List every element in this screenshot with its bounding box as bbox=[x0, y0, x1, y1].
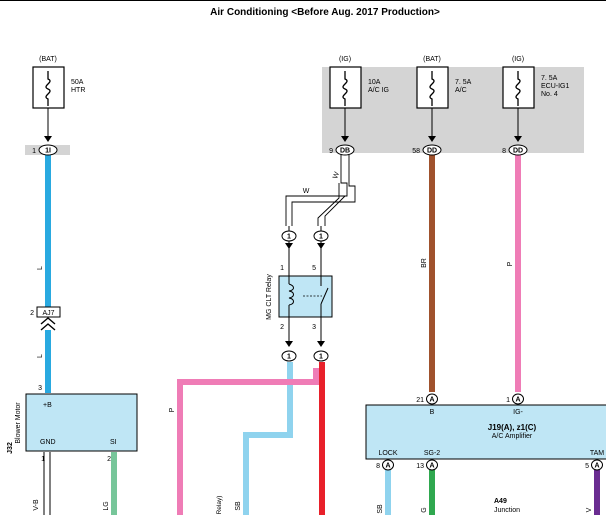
wire-w-group bbox=[285, 155, 356, 226]
fuse-ecu-ig1-source: (IG) bbox=[512, 56, 524, 63]
label-wire-l-bottom: L bbox=[37, 354, 44, 358]
aj7-chevron-icon bbox=[40, 317, 56, 331]
relay-conn-bottom-b: 1 bbox=[319, 354, 323, 361]
label-wire-p-left: P bbox=[169, 407, 176, 412]
amp-pin-8-num: 8 bbox=[376, 463, 380, 470]
relay-conn-bottom-a: 1 bbox=[287, 354, 291, 361]
fuse-ecu-ig1-icon bbox=[515, 71, 521, 106]
fuse-htr-source: (BAT) bbox=[39, 56, 57, 63]
fuse-ac-icon bbox=[429, 71, 435, 106]
label-wire-vb: V-B bbox=[33, 499, 40, 511]
fuse-ac-amp: 7. 5A bbox=[455, 79, 472, 86]
fuse-ac-ig-source: (IG) bbox=[339, 56, 351, 63]
mg-clt-relay: 1 1 1 5 MG CLT Relay 2 3 1 1 bbox=[266, 226, 333, 362]
blower-motor: 3 +B GND SI 1 2 J32 Blower Motor bbox=[7, 385, 138, 463]
fuse-ac-ig-name: A/C IG bbox=[368, 87, 389, 94]
junction-id: A49 bbox=[494, 498, 507, 505]
fuse-ecu-ig1-amp: 7. 5A bbox=[541, 75, 558, 82]
blower-id: J32 bbox=[7, 442, 14, 454]
blower-pin-gnd: 1 bbox=[41, 456, 45, 463]
fuse-ecu-ig1-name: ECU-IG1 bbox=[541, 83, 570, 90]
amp-pin-ig-label: IG- bbox=[513, 409, 523, 416]
fuse-ac-ig-pin: 9 bbox=[329, 148, 333, 155]
relay-pin-5: 5 bbox=[312, 265, 316, 272]
relay-pin-1: 1 bbox=[280, 265, 284, 272]
fuse-htr-pin: 1 bbox=[32, 148, 36, 155]
amp-pin-21-num: 21 bbox=[416, 397, 424, 404]
aj7-pin: 2 bbox=[30, 310, 34, 317]
blower-si: SI bbox=[110, 439, 117, 446]
fuse-ac-ig-icon bbox=[342, 71, 348, 106]
fuse-ecu-ig1-name2: No. 4 bbox=[541, 91, 558, 98]
relay-conn-top-b: 1 bbox=[319, 234, 323, 241]
amp-pin-sg2-label: SG-2 bbox=[424, 450, 440, 457]
amp-title: J19(A), z1(C) bbox=[488, 423, 537, 432]
fuse-ecu-ig1: (IG) 7. 5A ECU-IG1 No. 4 8 DD bbox=[502, 56, 570, 156]
relay-switch-icon bbox=[320, 287, 329, 305]
amp-pin-5-num: 5 bbox=[585, 463, 589, 470]
fuse-htr-amp: 50A bbox=[71, 79, 84, 86]
label-wire-v: V bbox=[586, 507, 593, 512]
blower-pin-top: 3 bbox=[38, 385, 42, 392]
ac-amplifier: 21 A 1 A B IG- J19(A), z1(C) A/C Amplifi… bbox=[365, 393, 606, 471]
amp-pin-5-conn: A bbox=[594, 463, 599, 470]
relay-pin-3: 3 bbox=[312, 324, 316, 331]
fuse-htr-icon bbox=[45, 71, 51, 106]
amp-pin-tam-label: TAM bbox=[590, 450, 604, 457]
label-wire-lg: LG bbox=[103, 501, 110, 510]
amp-pin-13-conn: A bbox=[429, 463, 434, 470]
fuse-ac-ig-conn: DB bbox=[340, 148, 350, 155]
amp-pin-1-conn: A bbox=[515, 397, 520, 404]
label-wire-w2: W bbox=[332, 171, 341, 180]
amp-pin-b-label: B bbox=[430, 409, 435, 416]
blower-name: Blower Motor bbox=[15, 402, 22, 444]
fuse-ac: (BAT) 7. 5A A/C 58 DD bbox=[412, 56, 472, 156]
blower-plus-b: +B bbox=[43, 402, 52, 409]
label-wire-sb-lock: SB bbox=[377, 504, 384, 514]
junction-name: Junction bbox=[494, 507, 520, 514]
blower-pin-si: 2 bbox=[107, 456, 111, 463]
label-cut-relay: Relay) bbox=[216, 496, 223, 515]
wire-p-left bbox=[177, 368, 319, 515]
label-wire-sb: SB bbox=[235, 501, 242, 511]
junction-aj7: 2 AJ7 bbox=[30, 306, 61, 331]
label-wire-g: G bbox=[421, 507, 428, 512]
fuse-panel bbox=[322, 67, 584, 153]
amp-subtitle: A/C Amplifier bbox=[492, 433, 533, 440]
fuse-ac-pin: 58 bbox=[412, 148, 420, 155]
fuse-ac-ig-amp: 10A bbox=[368, 79, 381, 86]
aj7-label: AJ7 bbox=[42, 310, 54, 317]
relay-name: MG CLT Relay bbox=[266, 274, 273, 320]
label-wire-br: BR bbox=[421, 258, 428, 268]
fuse-htr: (BAT) 50A HTR 1 1I bbox=[32, 56, 85, 156]
blower-gnd: GND bbox=[40, 439, 56, 446]
page-title: Air Conditioning <Before Aug. 2017 Produ… bbox=[210, 7, 440, 18]
relay-coil-icon bbox=[288, 283, 294, 306]
relay-conn-top-a: 1 bbox=[287, 234, 291, 241]
fuse-ac-ig: (IG) 10A A/C IG 9 DB bbox=[329, 56, 389, 156]
fuse-htr-name: HTR bbox=[71, 87, 85, 94]
fuse-htr-conn: 1I bbox=[45, 148, 51, 155]
amp-pin-1-num: 1 bbox=[506, 397, 510, 404]
fuse-ecu-ig1-pin: 8 bbox=[502, 148, 506, 155]
fuse-ac-name: A/C bbox=[455, 87, 467, 94]
wire-sb bbox=[243, 362, 293, 515]
amp-pin-21-conn: A bbox=[429, 397, 434, 404]
fuse-ac-conn: DD bbox=[427, 148, 437, 155]
amp-pin-13-num: 13 bbox=[416, 463, 424, 470]
fuse-ecu-ig1-conn: DD bbox=[513, 148, 523, 155]
relay-pin-2: 2 bbox=[280, 324, 284, 331]
amp-pin-8-conn: A bbox=[385, 463, 390, 470]
label-wire-l-top: L bbox=[37, 266, 44, 270]
amp-pin-lock-label: LOCK bbox=[378, 450, 397, 457]
fuse-ac-source: (BAT) bbox=[423, 56, 441, 63]
label-wire-w1: W bbox=[303, 188, 310, 195]
label-wire-p: P bbox=[507, 261, 514, 266]
